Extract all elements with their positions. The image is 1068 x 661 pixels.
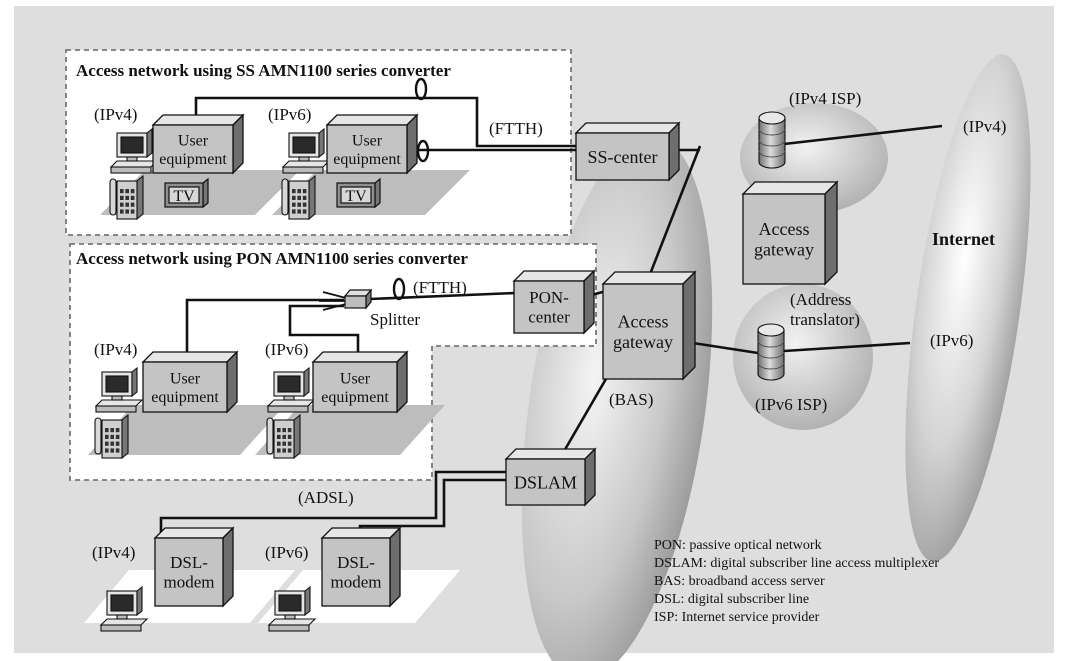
ss-center: SS-center — [574, 121, 681, 182]
address-translator-label: translator) — [790, 310, 860, 329]
user-equipment-pon-ipv6: User equipment — [311, 350, 409, 414]
fiber-coils — [392, 77, 430, 301]
access-gateway-bas-label: gateway — [613, 332, 673, 352]
isp4-to-internet — [783, 124, 943, 146]
user-equipment-pon-ipv4-label: equipment — [151, 389, 219, 406]
pon-center-label: center — [528, 308, 570, 327]
pon-center-label: PON- — [529, 288, 569, 307]
tv-label: TV — [173, 188, 195, 205]
gateway-to-dslam — [561, 371, 612, 454]
dslam: DSLAM — [504, 447, 597, 507]
trunk-to-gateway — [645, 145, 702, 283]
telephone-icon — [281, 174, 316, 221]
legend-item: BAS: broadband access server — [654, 574, 825, 589]
ftth-line-ipv4 — [194, 96, 576, 148]
adsl-tag: (ADSL) — [298, 488, 354, 507]
ftth-tag: (FTTH) — [413, 278, 467, 297]
user-equipment-pon-ipv4: User equipment — [141, 350, 239, 414]
user-equipment-pon-ipv4-label: User — [170, 370, 201, 387]
dsl-modem-ipv6-label: modem — [331, 573, 382, 592]
tv-icon: TV — [336, 177, 381, 209]
internet-label: Internet — [932, 229, 995, 249]
splitter-fanout — [319, 291, 347, 311]
ipv4-tag: (IPv4) — [94, 340, 137, 359]
user-equipment-ss-ipv4-label: User — [178, 132, 209, 149]
splitter — [343, 288, 373, 310]
ss-section-title: Access network using SS AMN1100 series c… — [76, 61, 451, 80]
user-equipment-pon-ipv6-label: equipment — [321, 389, 389, 406]
computer-icon — [109, 127, 159, 174]
internet-ellipse — [905, 54, 1031, 562]
pon-feeder — [369, 291, 516, 301]
bas-tag: (BAS) — [609, 390, 653, 409]
labels: Access network using SS AMN1100 series c… — [76, 61, 1006, 625]
gateway-to-ipv6-isp — [692, 341, 759, 355]
ipv4-isp-label: (IPv4 ISP) — [789, 89, 861, 108]
ipv6-isp-cloud — [733, 284, 873, 430]
tv-label: TV — [345, 188, 367, 205]
user-equipment-pon-ipv6-label: User — [340, 370, 371, 387]
access-gateway-translator-label: Access — [759, 219, 810, 239]
telephone-icon — [94, 413, 129, 460]
computer-icon — [281, 127, 331, 174]
ipv4-tag: (IPv4) — [92, 543, 135, 562]
user-equipment-ss-ipv6-label: User — [352, 132, 383, 149]
computer-icon — [267, 585, 317, 632]
dsl-modem-ipv4-label: modem — [164, 573, 215, 592]
legend-item: DSLAM: digital subscriber line access mu… — [654, 556, 939, 571]
telephone-icon — [266, 413, 301, 460]
legend-item: DSL: digital subscriber line — [654, 592, 809, 607]
pon-line-ipv6 — [288, 304, 360, 365]
isp6-to-internet — [783, 341, 911, 353]
splitter-label: Splitter — [370, 310, 420, 329]
access-gateway-bas-label: Access — [618, 311, 669, 331]
pon-section-title: Access network using PON AMN1100 series … — [76, 249, 468, 268]
dsl-modem-ipv4-label: DSL- — [170, 553, 208, 572]
internet-ipv4-tag: (IPv4) — [963, 117, 1006, 136]
telephone-icon — [109, 174, 144, 221]
ipv6-tag: (IPv6) — [268, 105, 311, 124]
computer-icon — [266, 366, 316, 413]
user-equipment-ss-ipv6: User equipment — [325, 113, 419, 175]
ipv4-isp-server-icon — [758, 111, 786, 169]
internet-ipv6-tag: (IPv6) — [930, 331, 973, 350]
ftth-tag: (FTTH) — [489, 119, 543, 138]
ipv6-tag: (IPv6) — [265, 543, 308, 562]
computer-icon — [94, 366, 144, 413]
legend-item: PON: passive optical network — [654, 538, 822, 553]
legend-item: ISP: Internet service provider — [654, 610, 820, 625]
pon-line-ipv4 — [185, 298, 344, 362]
pon-network-border — [69, 243, 597, 481]
dsl-modem-ipv4: DSL-modem — [153, 526, 235, 608]
dslam-label: DSLAM — [514, 472, 577, 492]
pon-center: PON-center — [512, 269, 596, 335]
computer-icon — [99, 585, 149, 632]
ipv6-tag: (IPv6) — [265, 340, 308, 359]
tv-icon: TV — [164, 177, 209, 209]
ss-center-label: SS-center — [588, 147, 658, 167]
ipv6-isp-label: (IPv6 ISP) — [755, 395, 827, 414]
access-gateway-translator-label: gateway — [754, 240, 814, 260]
ipv4-tag: (IPv4) — [94, 105, 137, 124]
dsl-modem-ipv6-label: DSL- — [337, 553, 375, 572]
devices: UserequipmentTVUserequipmentTVSS-centerU… — [94, 111, 839, 632]
dsl-modem-ipv6: DSL-modem — [320, 526, 402, 608]
user-equipment-ss-ipv4-label: equipment — [159, 151, 227, 168]
ipv6-isp-server-icon — [757, 323, 785, 381]
address-translator-label: (Address — [790, 290, 851, 309]
user-equipment-ss-ipv6-label: equipment — [333, 151, 401, 168]
user-equipment-ss-ipv4: User equipment — [151, 113, 245, 175]
